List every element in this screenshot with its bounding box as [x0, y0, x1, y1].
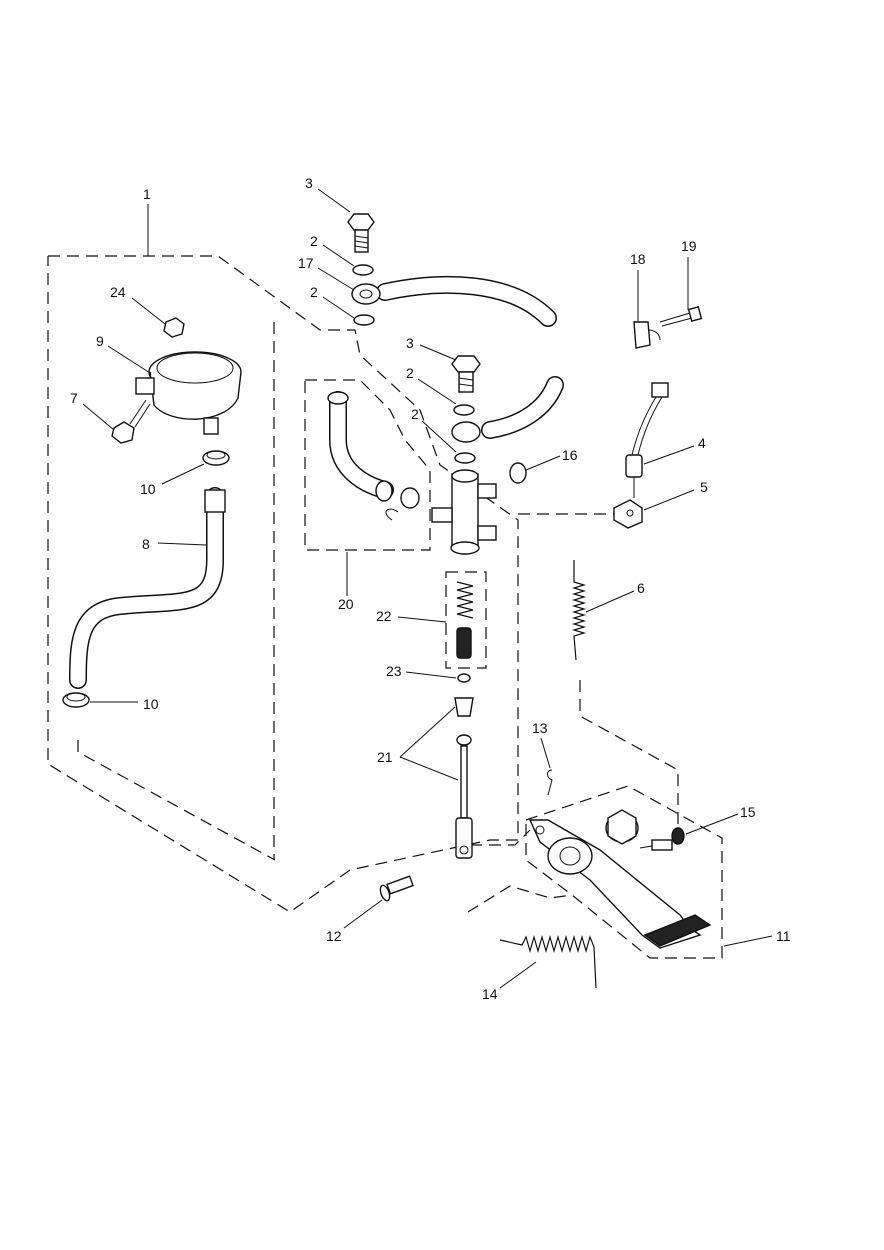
sealing-washer-2a [352, 264, 374, 276]
link-14-11 [467, 885, 573, 913]
brake-hose-17 [351, 275, 557, 327]
brake-pedal-11 [528, 809, 712, 949]
leader-15 [685, 813, 739, 835]
callout-22: 22 [376, 608, 392, 624]
leader-11 [723, 935, 773, 947]
callout-2: 2 [310, 284, 318, 300]
piston-spring-22 [456, 581, 474, 619]
leader-4 [643, 445, 695, 465]
nut-24 [163, 317, 185, 338]
screw-19 [659, 306, 703, 327]
callout-13: 13 [532, 720, 548, 736]
callout-24: 24 [110, 284, 126, 300]
feed-hose-20 [327, 391, 420, 521]
leader-10a [161, 463, 205, 485]
callout-15: 15 [740, 804, 756, 820]
group-11-outline [525, 785, 723, 959]
callout-9: 9 [96, 333, 104, 349]
banjo-bolt-upper [347, 213, 375, 253]
sealing-washer-2c [453, 404, 475, 416]
circlip-23 [457, 673, 471, 683]
group-20-outline [304, 379, 431, 551]
callout-18: 18 [630, 251, 646, 267]
leader-7 [82, 403, 115, 431]
callout-3: 3 [305, 175, 313, 191]
leader-12 [343, 899, 383, 929]
callout-11: 11 [776, 928, 791, 944]
callout-7: 7 [70, 390, 78, 406]
split-pin-13 [547, 769, 553, 796]
banjo-bolt-lower [451, 355, 481, 393]
leader-8 [157, 542, 207, 546]
pushrod-21 [454, 697, 474, 859]
master-cylinder-body [431, 469, 497, 555]
switch-spring-6 [571, 560, 587, 661]
leader-6 [585, 590, 635, 613]
bracket-18 [633, 321, 661, 349]
link-21-12 [470, 829, 531, 846]
leader-16 [525, 455, 561, 471]
callout-3: 3 [406, 335, 414, 351]
callout-5: 5 [700, 479, 708, 495]
leader-2c [417, 378, 457, 405]
leader-2a [322, 244, 355, 267]
group-1-outline [47, 255, 519, 913]
leader-17 [317, 267, 355, 291]
group-22-outline [445, 571, 487, 669]
callout-2: 2 [310, 233, 318, 249]
fluid-reservoir-9 [135, 351, 242, 435]
brake-hose-lower [451, 376, 564, 443]
leader-5 [643, 489, 695, 511]
clevis-pin-12 [379, 875, 414, 902]
callout-17: 17 [298, 255, 314, 271]
leader-9 [107, 345, 151, 374]
bolt-7 [111, 399, 151, 444]
leader-21b [399, 756, 459, 781]
callout-6: 6 [637, 580, 645, 596]
callout-16: 16 [562, 447, 578, 463]
callout-10: 10 [140, 481, 156, 497]
switch-bracket-5 [613, 499, 643, 529]
leader-22 [397, 616, 447, 623]
callout-14: 14 [482, 986, 498, 1002]
brake-light-switch-4 [625, 382, 669, 498]
callout-12: 12 [326, 928, 342, 944]
sealing-washer-2b [353, 314, 375, 326]
hose-clip-10a [202, 450, 230, 466]
callout-19: 19 [681, 238, 697, 254]
leader-2b [322, 296, 355, 319]
pivot-bolt-15 [639, 827, 685, 851]
reservoir-hose-8 [69, 487, 226, 689]
callout-4: 4 [698, 435, 706, 451]
callout-23: 23 [386, 663, 402, 679]
leader-3a [317, 188, 351, 213]
leader-24 [131, 297, 166, 325]
sealing-washer-2d [454, 452, 476, 464]
piston-22 [456, 627, 472, 659]
hose-clip-10b [62, 692, 90, 708]
leader-2d [421, 420, 457, 453]
callout-2: 2 [411, 406, 419, 422]
callout-20: 20 [338, 596, 354, 612]
callout-21: 21 [377, 749, 393, 765]
callout-10: 10 [143, 696, 159, 712]
leader-21a [399, 706, 456, 758]
leader-13 [540, 737, 551, 769]
group-1-reservoir-link [77, 740, 276, 861]
leader-14 [499, 961, 537, 989]
callout-8: 8 [142, 536, 150, 552]
leader-3b [419, 344, 457, 361]
return-spring-14 [499, 934, 597, 989]
callout-2: 2 [406, 365, 414, 381]
callout-1: 1 [143, 186, 151, 202]
o-ring-16 [509, 462, 527, 484]
link-6-15 [579, 680, 679, 826]
leader-23 [405, 671, 457, 679]
